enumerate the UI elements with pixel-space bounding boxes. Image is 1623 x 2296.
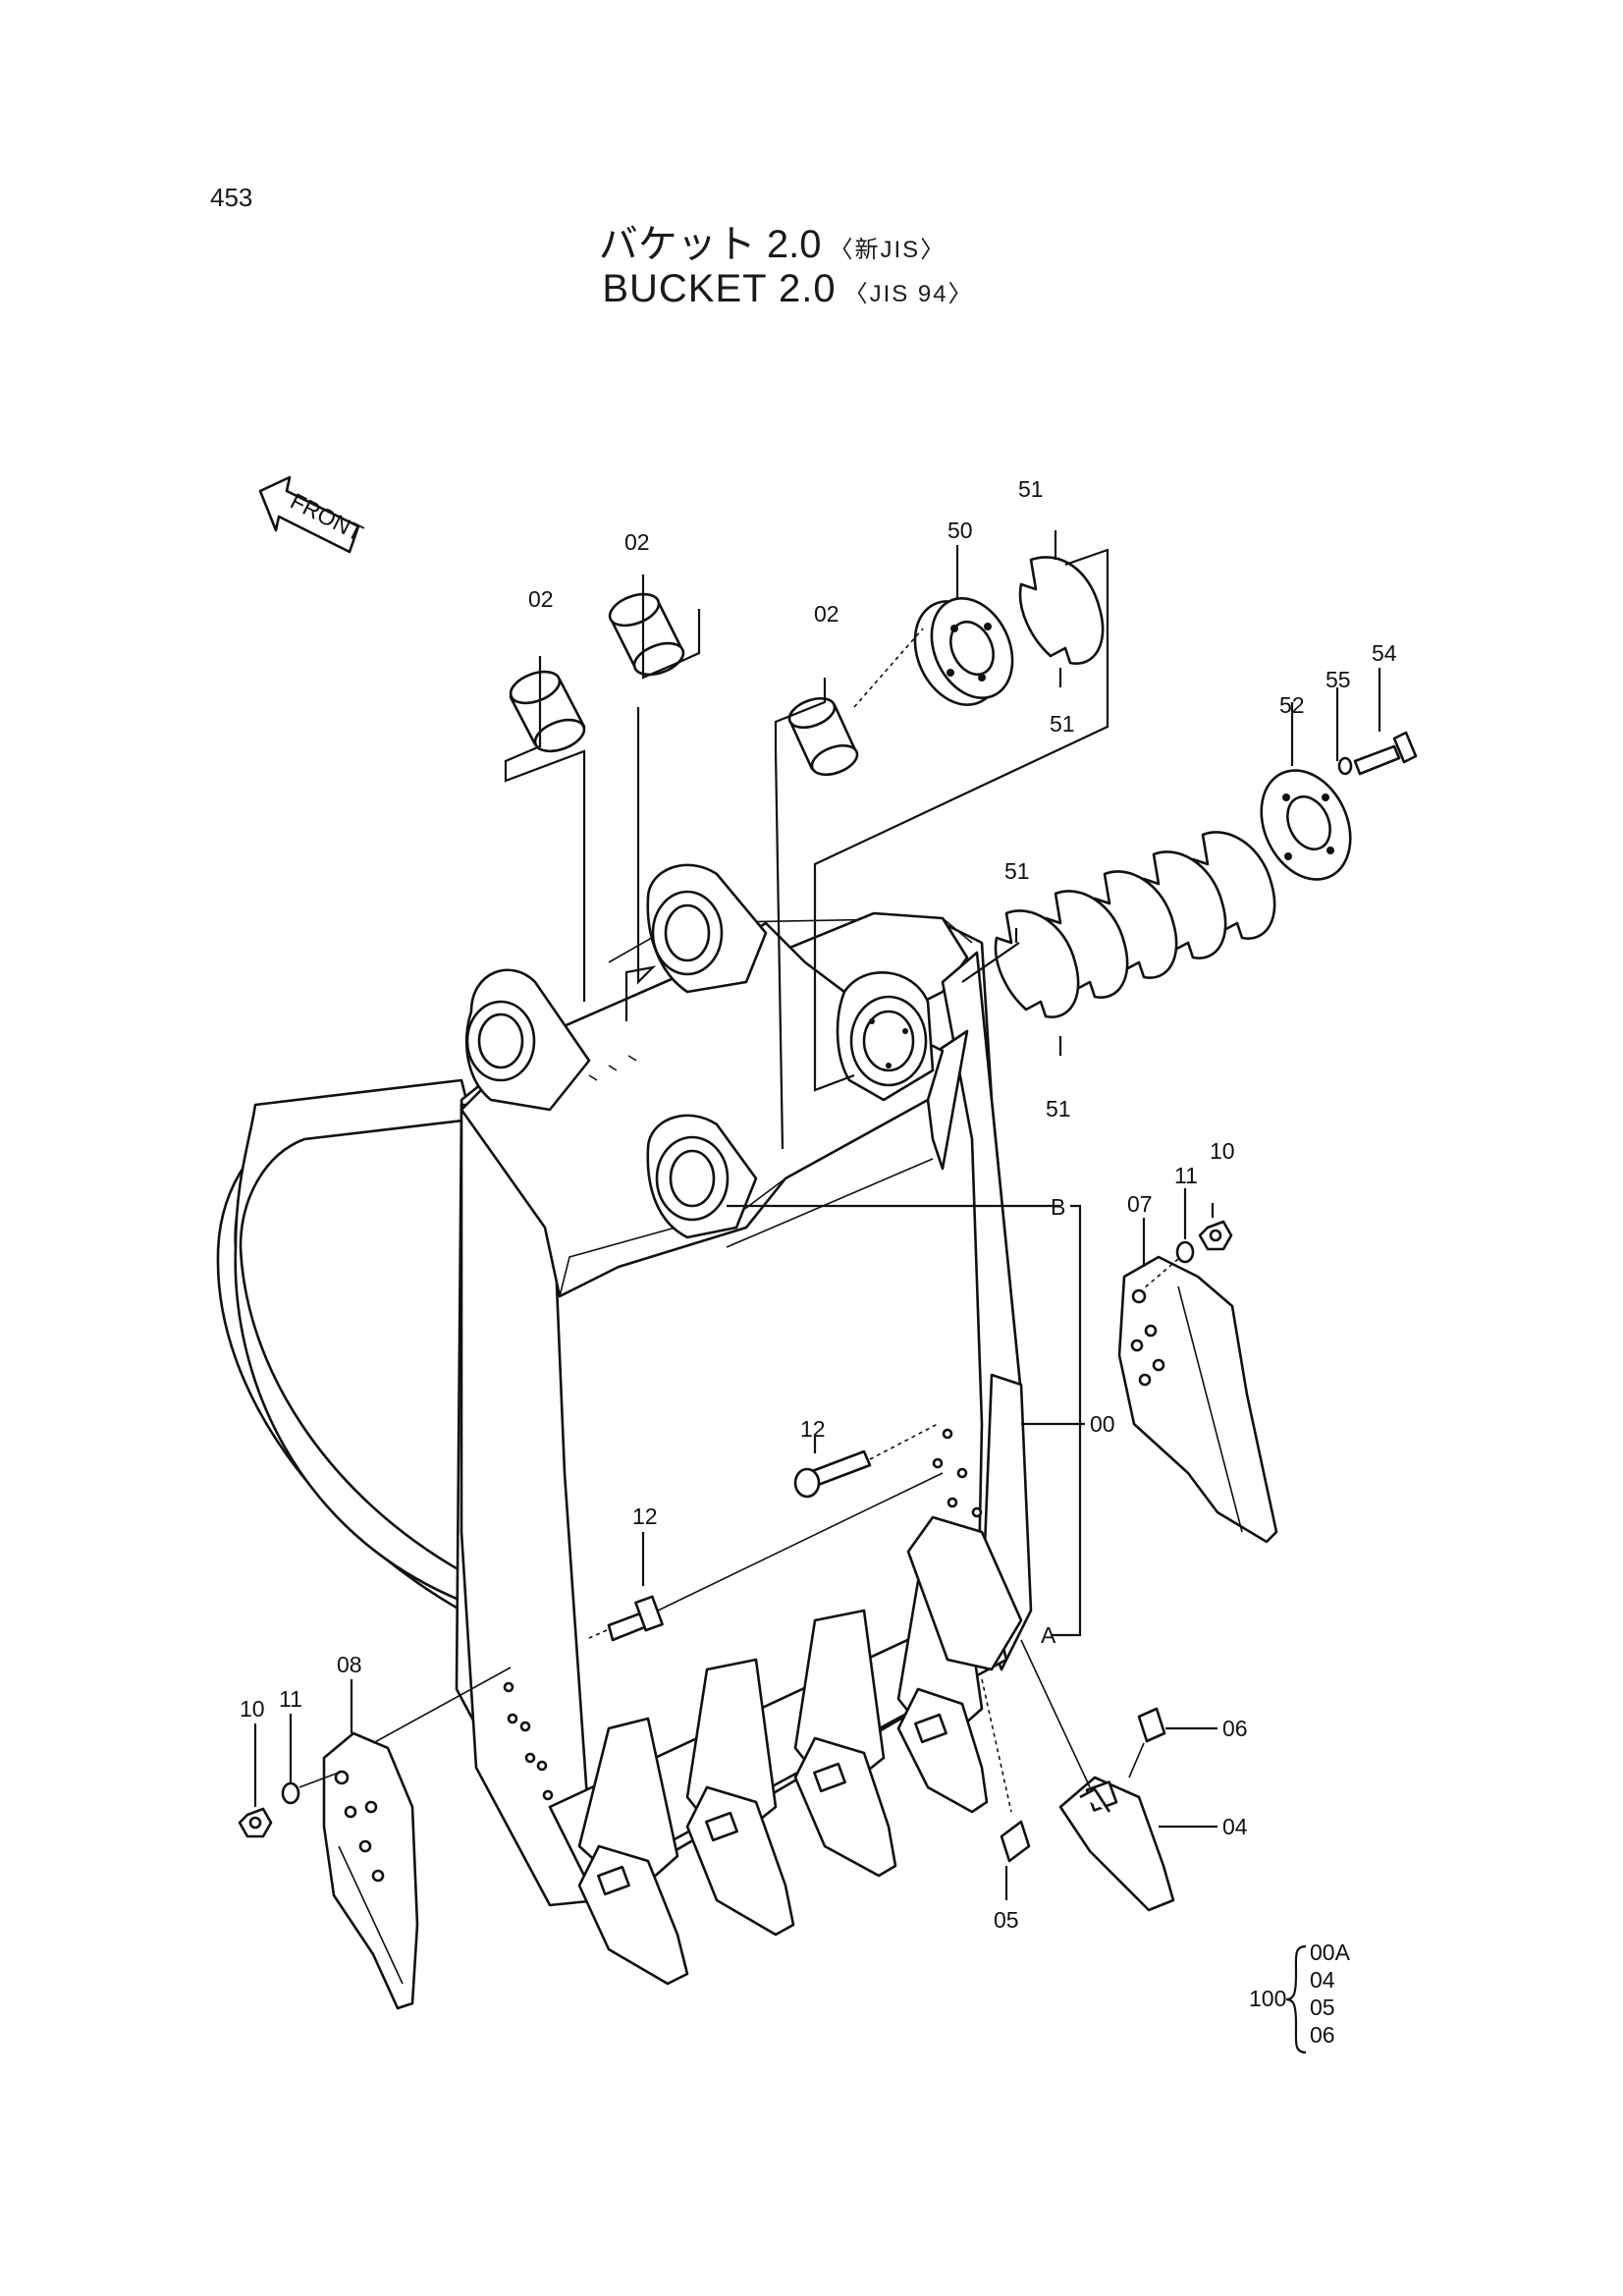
callouts: 02 02 02 50 51 51 51 51 52 55 54 B A 00 … bbox=[240, 476, 1397, 1933]
bucket-body bbox=[216, 863, 1033, 1907]
teeth bbox=[577, 1687, 989, 1986]
callout-55: 55 bbox=[1325, 667, 1351, 692]
kit-100-callout: 100 00A 04 05 06 bbox=[1249, 1940, 1351, 2054]
kit-item-06: 06 bbox=[1310, 2022, 1335, 2048]
callout-02-left: 02 bbox=[528, 586, 554, 612]
part-10-nut-right bbox=[1198, 1220, 1233, 1251]
callout-06: 06 bbox=[1222, 1716, 1248, 1741]
callout-11-right: 11 bbox=[1174, 1163, 1198, 1188]
kit-number: 100 bbox=[1249, 1986, 1286, 2011]
part-50-plate bbox=[913, 597, 1014, 706]
callout-12-upper: 12 bbox=[800, 1416, 826, 1442]
callout-51-stack-top: 51 bbox=[1004, 858, 1030, 884]
part-04-tooth bbox=[1058, 1776, 1175, 1912]
part-02-bushing-right bbox=[787, 696, 859, 777]
callout-11-left: 11 bbox=[279, 1686, 302, 1712]
part-11-washer-left bbox=[281, 1781, 300, 1805]
callout-10-left: 10 bbox=[240, 1696, 265, 1722]
callout-50: 50 bbox=[947, 518, 973, 543]
callout-54: 54 bbox=[1372, 640, 1397, 666]
callout-08: 08 bbox=[337, 1652, 362, 1677]
callout-51-stack-bottom: 51 bbox=[1046, 1096, 1071, 1121]
callout-00: 00 bbox=[1090, 1411, 1115, 1437]
title-japanese-sub: 〈新JIS〉 bbox=[829, 237, 947, 263]
title-english: BUCKET 2.0〈JIS 94〉 bbox=[0, 267, 1599, 311]
callout-52: 52 bbox=[1279, 692, 1305, 718]
part-05-lock bbox=[1000, 1820, 1031, 1863]
kit-item-04: 04 bbox=[1310, 1967, 1335, 1993]
callout-02-right: 02 bbox=[814, 601, 839, 627]
callout-B: B bbox=[1051, 1194, 1065, 1220]
part-06-pin bbox=[1128, 1707, 1166, 1778]
part-52-plate bbox=[1260, 769, 1352, 881]
kit-item-00A: 00A bbox=[1310, 1940, 1351, 1965]
callout-12-lower: 12 bbox=[632, 1503, 658, 1529]
part-07-side-cutter bbox=[1117, 1255, 1278, 1544]
part-51-shim-stack bbox=[994, 831, 1276, 1018]
leader-lines bbox=[253, 530, 1381, 1900]
callout-05: 05 bbox=[994, 1907, 1019, 1933]
part-10-nut-left bbox=[238, 1807, 273, 1838]
front-arrow-icon: FRONT bbox=[258, 475, 367, 554]
page-number: 453 bbox=[210, 183, 253, 212]
part-55-washer bbox=[1337, 756, 1353, 776]
part-08-side-cutter bbox=[322, 1731, 419, 2010]
part-54-bolt bbox=[1353, 731, 1418, 776]
callout-04: 04 bbox=[1222, 1814, 1248, 1839]
title-japanese-main: バケット 2.0 bbox=[598, 223, 822, 266]
callout-07: 07 bbox=[1127, 1191, 1153, 1217]
title-english-sub: 〈JIS 94〉 bbox=[843, 281, 974, 307]
kit-item-05: 05 bbox=[1310, 1995, 1335, 2020]
part-51-shim-top bbox=[1018, 556, 1105, 665]
part-12-bolt-lower bbox=[588, 1472, 944, 1642]
part-12-bolt-upper bbox=[793, 1423, 939, 1499]
callout-10-right: 10 bbox=[1210, 1138, 1235, 1164]
callout-A: A bbox=[1041, 1622, 1056, 1648]
callout-51-top: 51 bbox=[1018, 476, 1044, 502]
part-02-bushing-left bbox=[509, 670, 586, 753]
callout-51-under-top: 51 bbox=[1050, 711, 1075, 737]
title-japanese: バケット 2.0 〈新JIS〉 bbox=[0, 212, 1584, 269]
callout-02-middle: 02 bbox=[624, 529, 650, 555]
part-02-bushing-middle bbox=[608, 592, 685, 677]
part-11-washer-right bbox=[1175, 1240, 1195, 1264]
title-english-main: BUCKET 2.0 bbox=[602, 267, 837, 310]
